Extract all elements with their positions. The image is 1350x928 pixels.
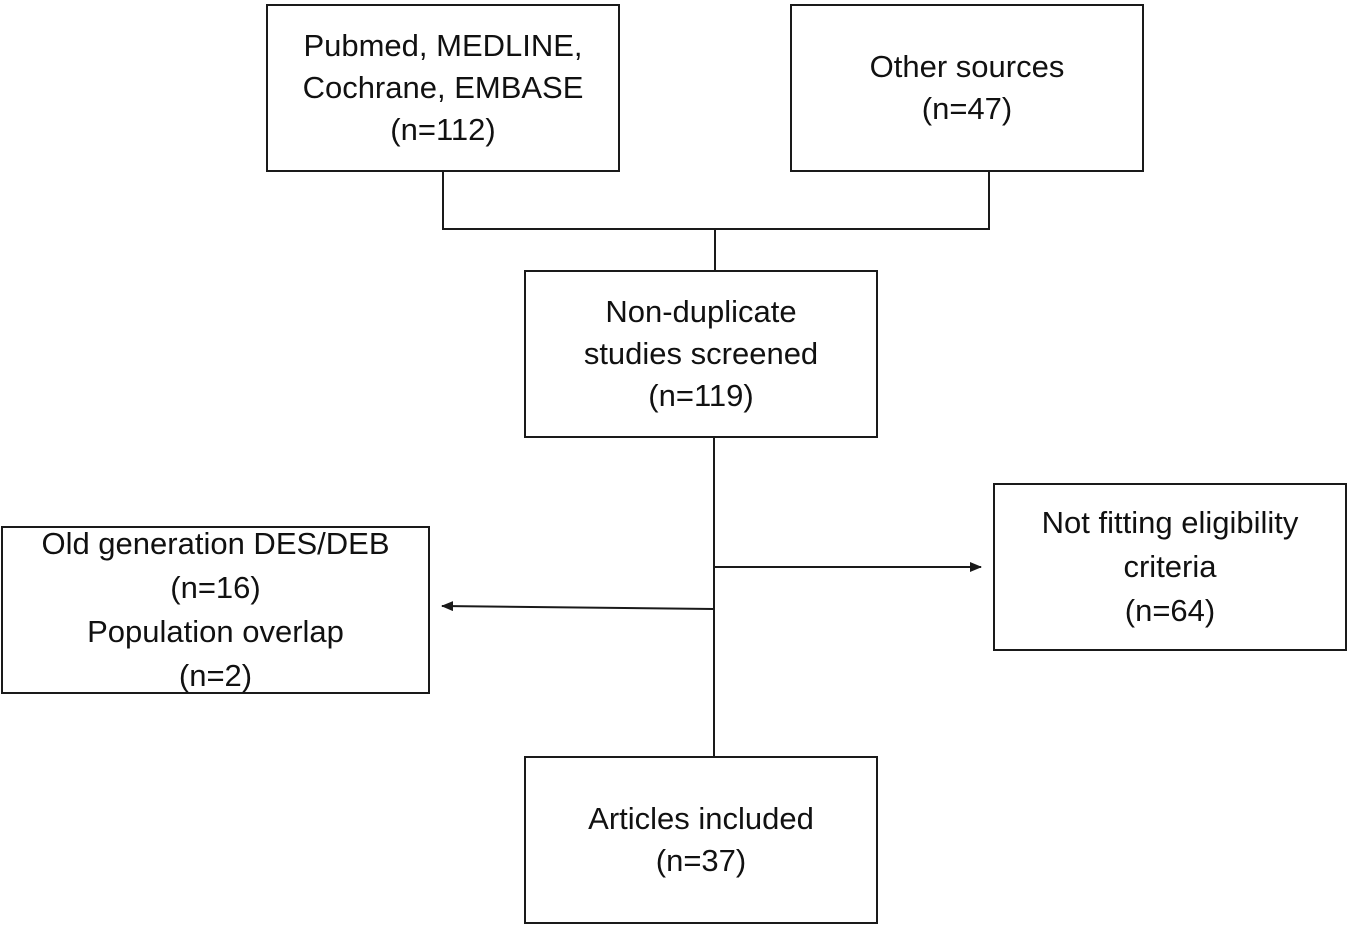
included-count: (n=37) (655, 843, 747, 878)
excluded-right-line-1: Not fitting eligibility (1041, 505, 1299, 540)
source-databases-count: (n=112) (390, 112, 496, 147)
excluded-left-count-2: (n=2) (178, 658, 253, 693)
excluded-left-reason-1: Old generation DES/DEB (41, 526, 390, 561)
excluded-left-reason-2: Population overlap (87, 614, 344, 649)
screened-count: (n=119) (648, 378, 754, 413)
arrow-to-excluded-left (441, 601, 715, 612)
source-other-label: Other sources (869, 49, 1065, 84)
excluded-left-box: Old generation DES/DEB (n=16) Population… (1, 526, 430, 694)
screened-line-1: Non-duplicate (605, 294, 797, 329)
source-other-box: Other sources (n=47) (790, 4, 1144, 172)
source-databases-line-1: Pubmed, MEDLINE, (303, 28, 583, 63)
excluded-right-box: Not fitting eligibility criteria (n=64) (993, 483, 1347, 651)
source-databases-box: Pubmed, MEDLINE, Cochrane, EMBASE (n=112… (266, 4, 620, 172)
included-label: Articles included (588, 801, 814, 836)
screened-line-2: studies screened (583, 336, 819, 371)
excluded-right-count: (n=64) (1124, 593, 1216, 628)
source-databases-line-2: Cochrane, EMBASE (302, 70, 584, 105)
excluded-right-line-2: criteria (1123, 549, 1217, 584)
screened-box: Non-duplicate studies screened (n=119) (524, 270, 878, 438)
excluded-left-count-1: (n=16) (170, 570, 261, 605)
source-other-count: (n=47) (921, 91, 1013, 126)
included-box: Articles included (n=37) (524, 756, 878, 924)
